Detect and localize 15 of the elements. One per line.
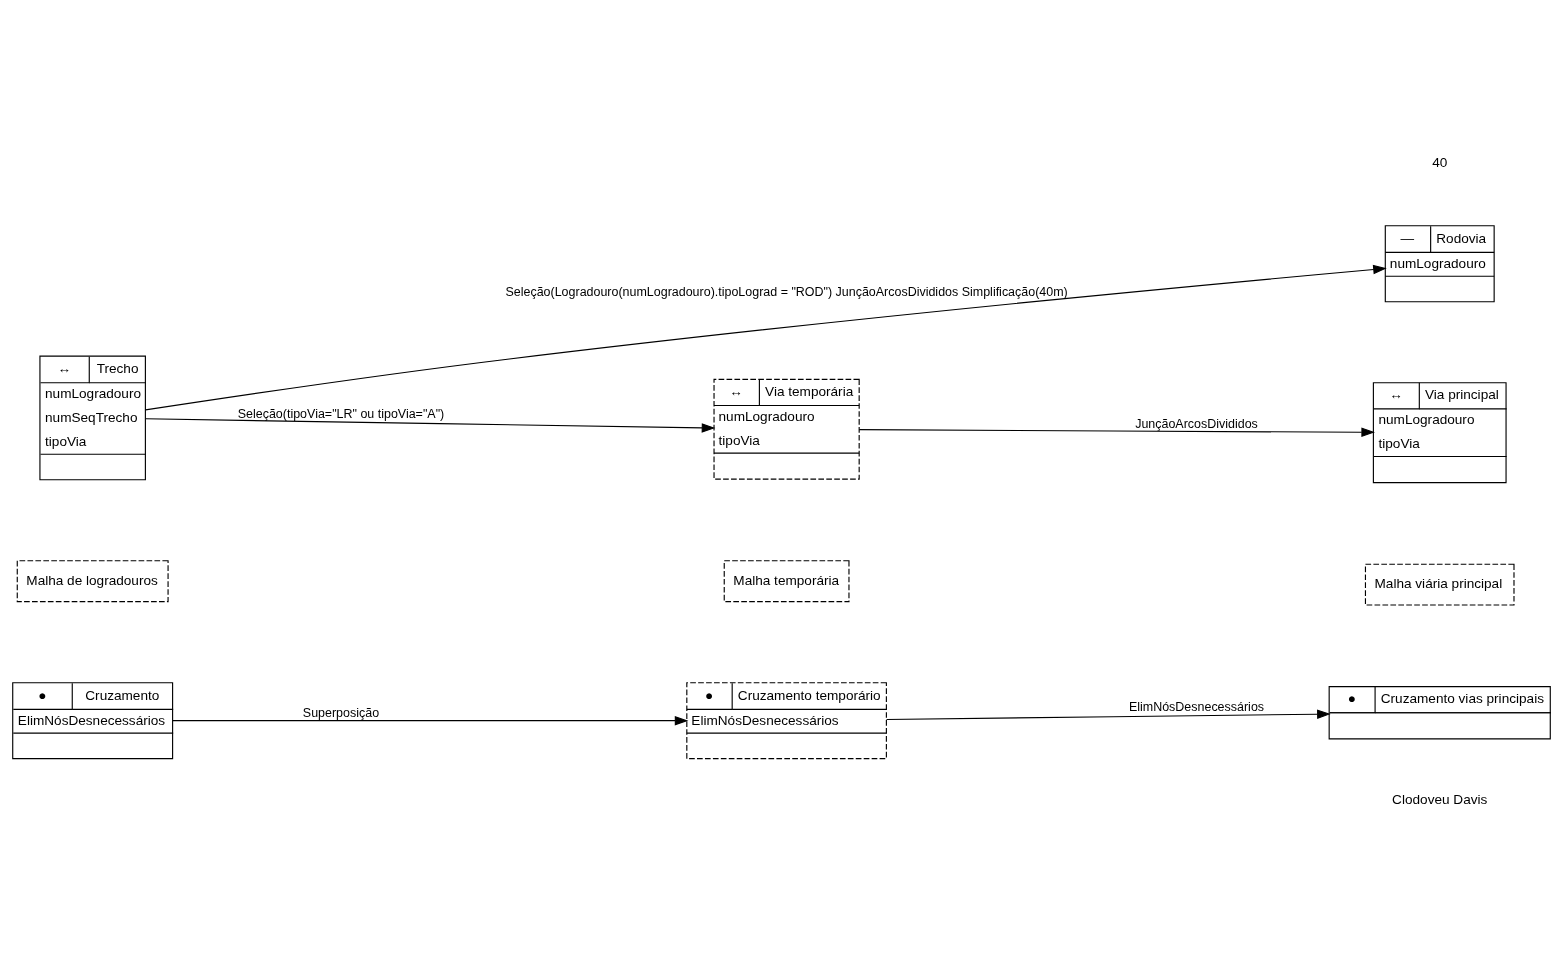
node-box: Malha de logradouros [16, 560, 169, 603]
edge-label: ElimNósDesnecessários [1128, 700, 1265, 715]
arrow [858, 427, 1375, 438]
node-box: Malha viária principal [1364, 563, 1515, 606]
arrow [145, 418, 716, 433]
label: 40 [1432, 155, 1448, 171]
edge-label: JunçãoArcosDivididos [1135, 416, 1258, 431]
edge-label: Seleção(tipoVia="LR" ou tipoVia="A") [237, 406, 445, 421]
node-box: Malha temporária [723, 560, 850, 603]
arrow [172, 715, 689, 726]
edge-label: Superposição [302, 706, 380, 721]
arrow [144, 264, 1387, 411]
label: Clodoveu Davis [1392, 791, 1488, 807]
arrow [886, 709, 1331, 721]
edge-label: Seleção(Logradouro(numLogradouro).tipoLograd = "ROD") JunçãoArcosDivididos Simplificação(40m) [505, 285, 1068, 300]
